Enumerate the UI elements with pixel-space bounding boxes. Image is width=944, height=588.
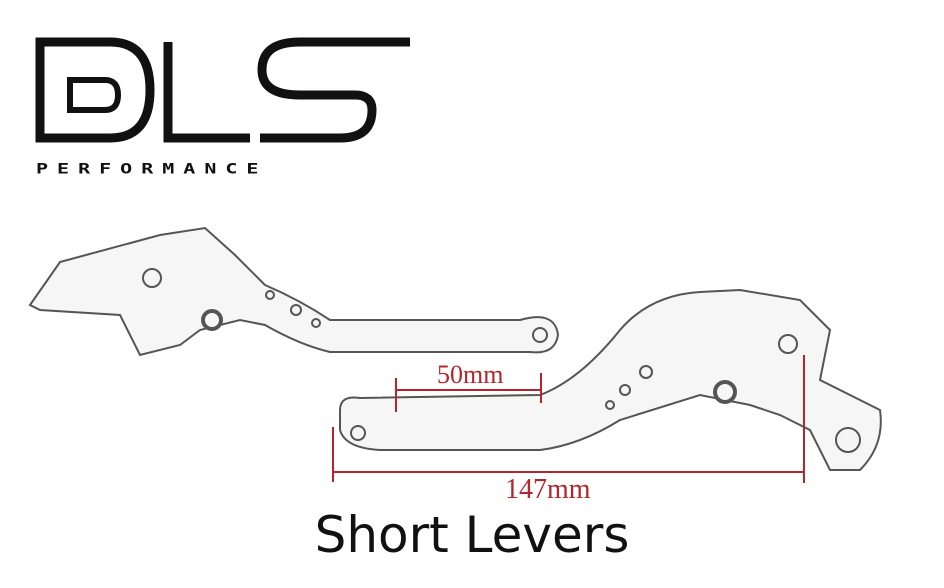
dimension-50mm	[395, 373, 542, 412]
caption: Short Levers	[314, 506, 630, 564]
logo-subtitle: PERFORMANCE	[36, 160, 268, 177]
dimension-147mm	[332, 355, 805, 483]
right-lever	[339, 288, 882, 471]
dimension-50mm-label: 50mm	[437, 360, 503, 389]
dimension-147mm-label: 147mm	[505, 474, 591, 505]
dls-logo	[35, 37, 410, 143]
left-lever	[28, 226, 560, 357]
